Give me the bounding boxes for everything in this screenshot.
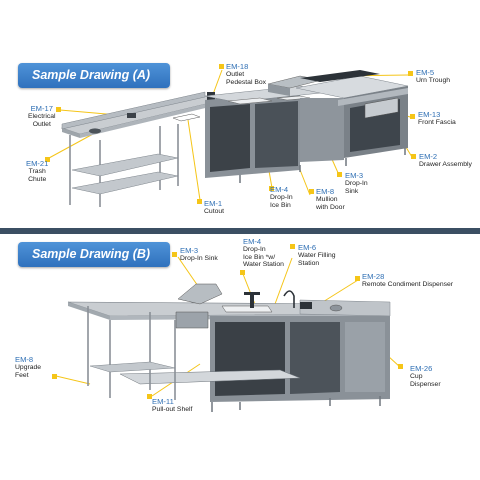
em8-b-marker [52,374,57,379]
em3-a-marker [337,172,342,177]
panel-a-title: Sample Drawing (A) [18,63,170,88]
em2-marker [411,154,416,159]
em21-marker [45,157,50,162]
em28-marker [355,276,360,281]
label-em5: EM-5 Urn Trough [416,68,451,85]
em11-marker [147,394,152,399]
label-em2: EM-2 Drawer Assembly [419,152,472,169]
em5-marker [408,71,413,76]
em13-marker [410,114,415,119]
em3-b-marker [172,252,177,257]
drawing-b [55,256,401,412]
em18-marker [219,64,224,69]
em26-marker [398,364,403,369]
label-em1: EM-1 Cutout [204,199,225,216]
em8-a-marker [309,189,314,194]
panel-a: Sample Drawing (A) [0,0,480,228]
panel-b: Sample Drawing (B) [0,234,480,480]
label-em13: EM-13 Front Fascia [418,110,456,127]
panel-b-title: Sample Drawing (B) [18,242,170,267]
label-em3-b: EM-3 Drop-In Sink [180,246,218,263]
drawing-a [48,69,413,207]
label-em11: EM-11 Pull-out Shelf [152,397,193,414]
em4-b-marker [240,270,245,275]
label-em28: EM-28 Remote Condiment Dispenser [362,272,454,289]
em1-marker [197,199,202,204]
em4-a-marker [269,186,274,191]
em17-marker [56,107,61,112]
section-divider [0,228,480,234]
em6-marker [290,244,295,249]
